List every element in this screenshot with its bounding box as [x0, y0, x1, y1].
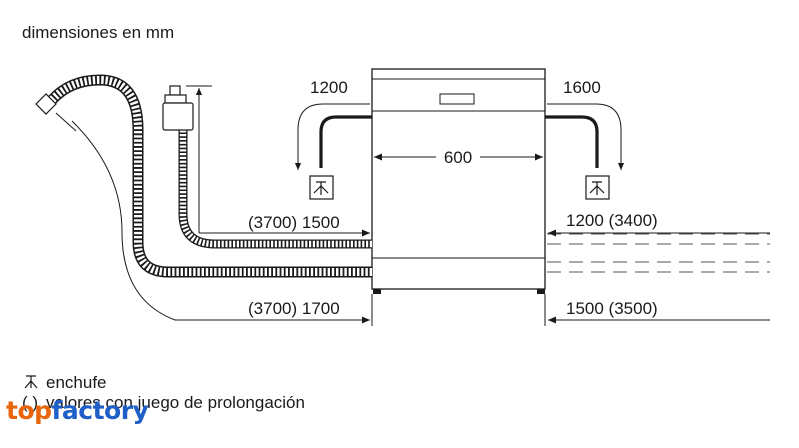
cable-reach-left-label: 1200 [310, 78, 348, 97]
legend-paren-label: valores con juego de prolongación [46, 393, 305, 412]
socket-right-icon [585, 175, 610, 200]
right-dimension-arrows [548, 229, 770, 324]
cable-reach-left [294, 103, 370, 170]
diagram-title: dimensiones en mm [22, 23, 174, 42]
right-lower-length-label: 1500 (3500) [566, 299, 658, 318]
drain-hose-length-label: (3700) 1700 [248, 299, 340, 318]
power-cable-right [545, 115, 599, 168]
inlet-hose [178, 128, 372, 249]
brand-logo: topfactory [6, 396, 149, 425]
inlet-height-reference [186, 85, 370, 237]
drain-length-reference [71, 120, 370, 324]
brand-logo-part2: factory [51, 396, 149, 425]
control-display [439, 93, 475, 105]
brand-logo-part1: top [6, 396, 52, 425]
cabinet-guides [371, 294, 546, 326]
right-dashed-lines [547, 233, 770, 273]
foot-left [373, 289, 381, 294]
foot-right [537, 289, 545, 294]
drain-hose-end-icon [35, 93, 77, 132]
cable-reach-right-label: 1600 [563, 78, 601, 97]
width-label: 600 [444, 148, 472, 167]
inlet-valve-icon [162, 85, 194, 131]
cable-reach-right [547, 103, 625, 170]
dishwasher-body [371, 68, 546, 294]
plug-symbol-icon [24, 375, 38, 389]
right-upper-length-label: 1200 (3400) [566, 211, 658, 230]
socket-left-icon [309, 175, 334, 200]
inlet-hose-length-label: (3700) 1500 [248, 213, 340, 232]
power-cable-left [319, 115, 372, 168]
legend-paren-symbol: ( ) [22, 393, 38, 412]
drain-hose [47, 74, 372, 278]
legend-plug-label: enchufe [46, 373, 107, 392]
